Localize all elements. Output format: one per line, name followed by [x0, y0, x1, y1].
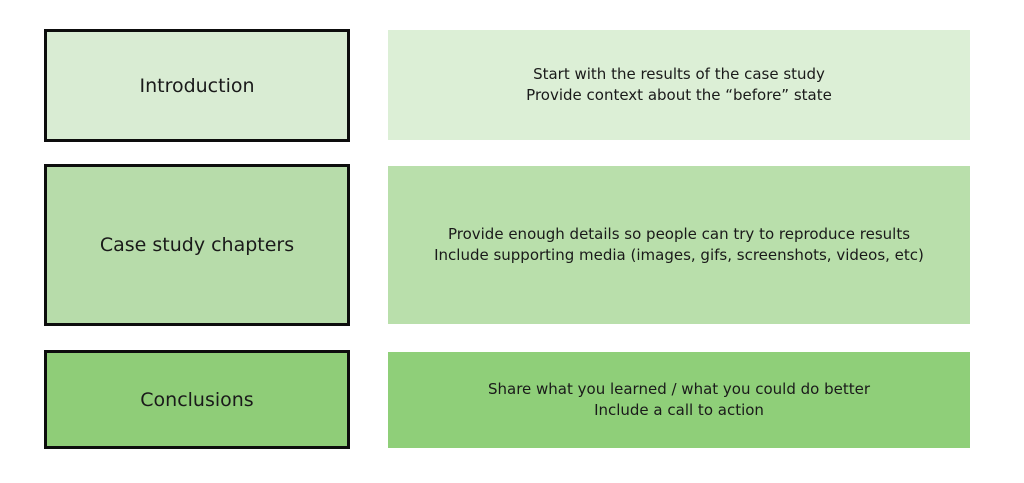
- case-study-chapters-title: Case study chapters: [99, 234, 295, 256]
- conclusions-line-2: Include a call to action: [594, 401, 764, 419]
- case-study-chapters-line-2: Include supporting media (images, gifs, …: [434, 246, 924, 264]
- conclusions-title-box: Conclusions: [44, 350, 350, 449]
- conclusions-title: Conclusions: [140, 388, 254, 411]
- case-study-chapters-title-box: Case study chapters: [44, 164, 350, 326]
- conclusions-description-box: Share what you learned / what you could …: [388, 352, 970, 448]
- introduction-title: Introduction: [139, 74, 255, 97]
- case-study-chapters-description-box: Provide enough details so people can try…: [388, 166, 970, 324]
- conclusions-line-1: Share what you learned / what you could …: [487, 380, 871, 398]
- introduction-title-box: Introduction: [44, 29, 350, 142]
- case-study-chapters-line-1: Provide enough details so people can try…: [447, 225, 911, 243]
- introduction-line-1: Start with the results of the case study: [533, 65, 825, 83]
- introduction-line-2: Provide context about the “before” state: [526, 86, 832, 104]
- introduction-description-box: Start with the results of the case study…: [388, 30, 970, 140]
